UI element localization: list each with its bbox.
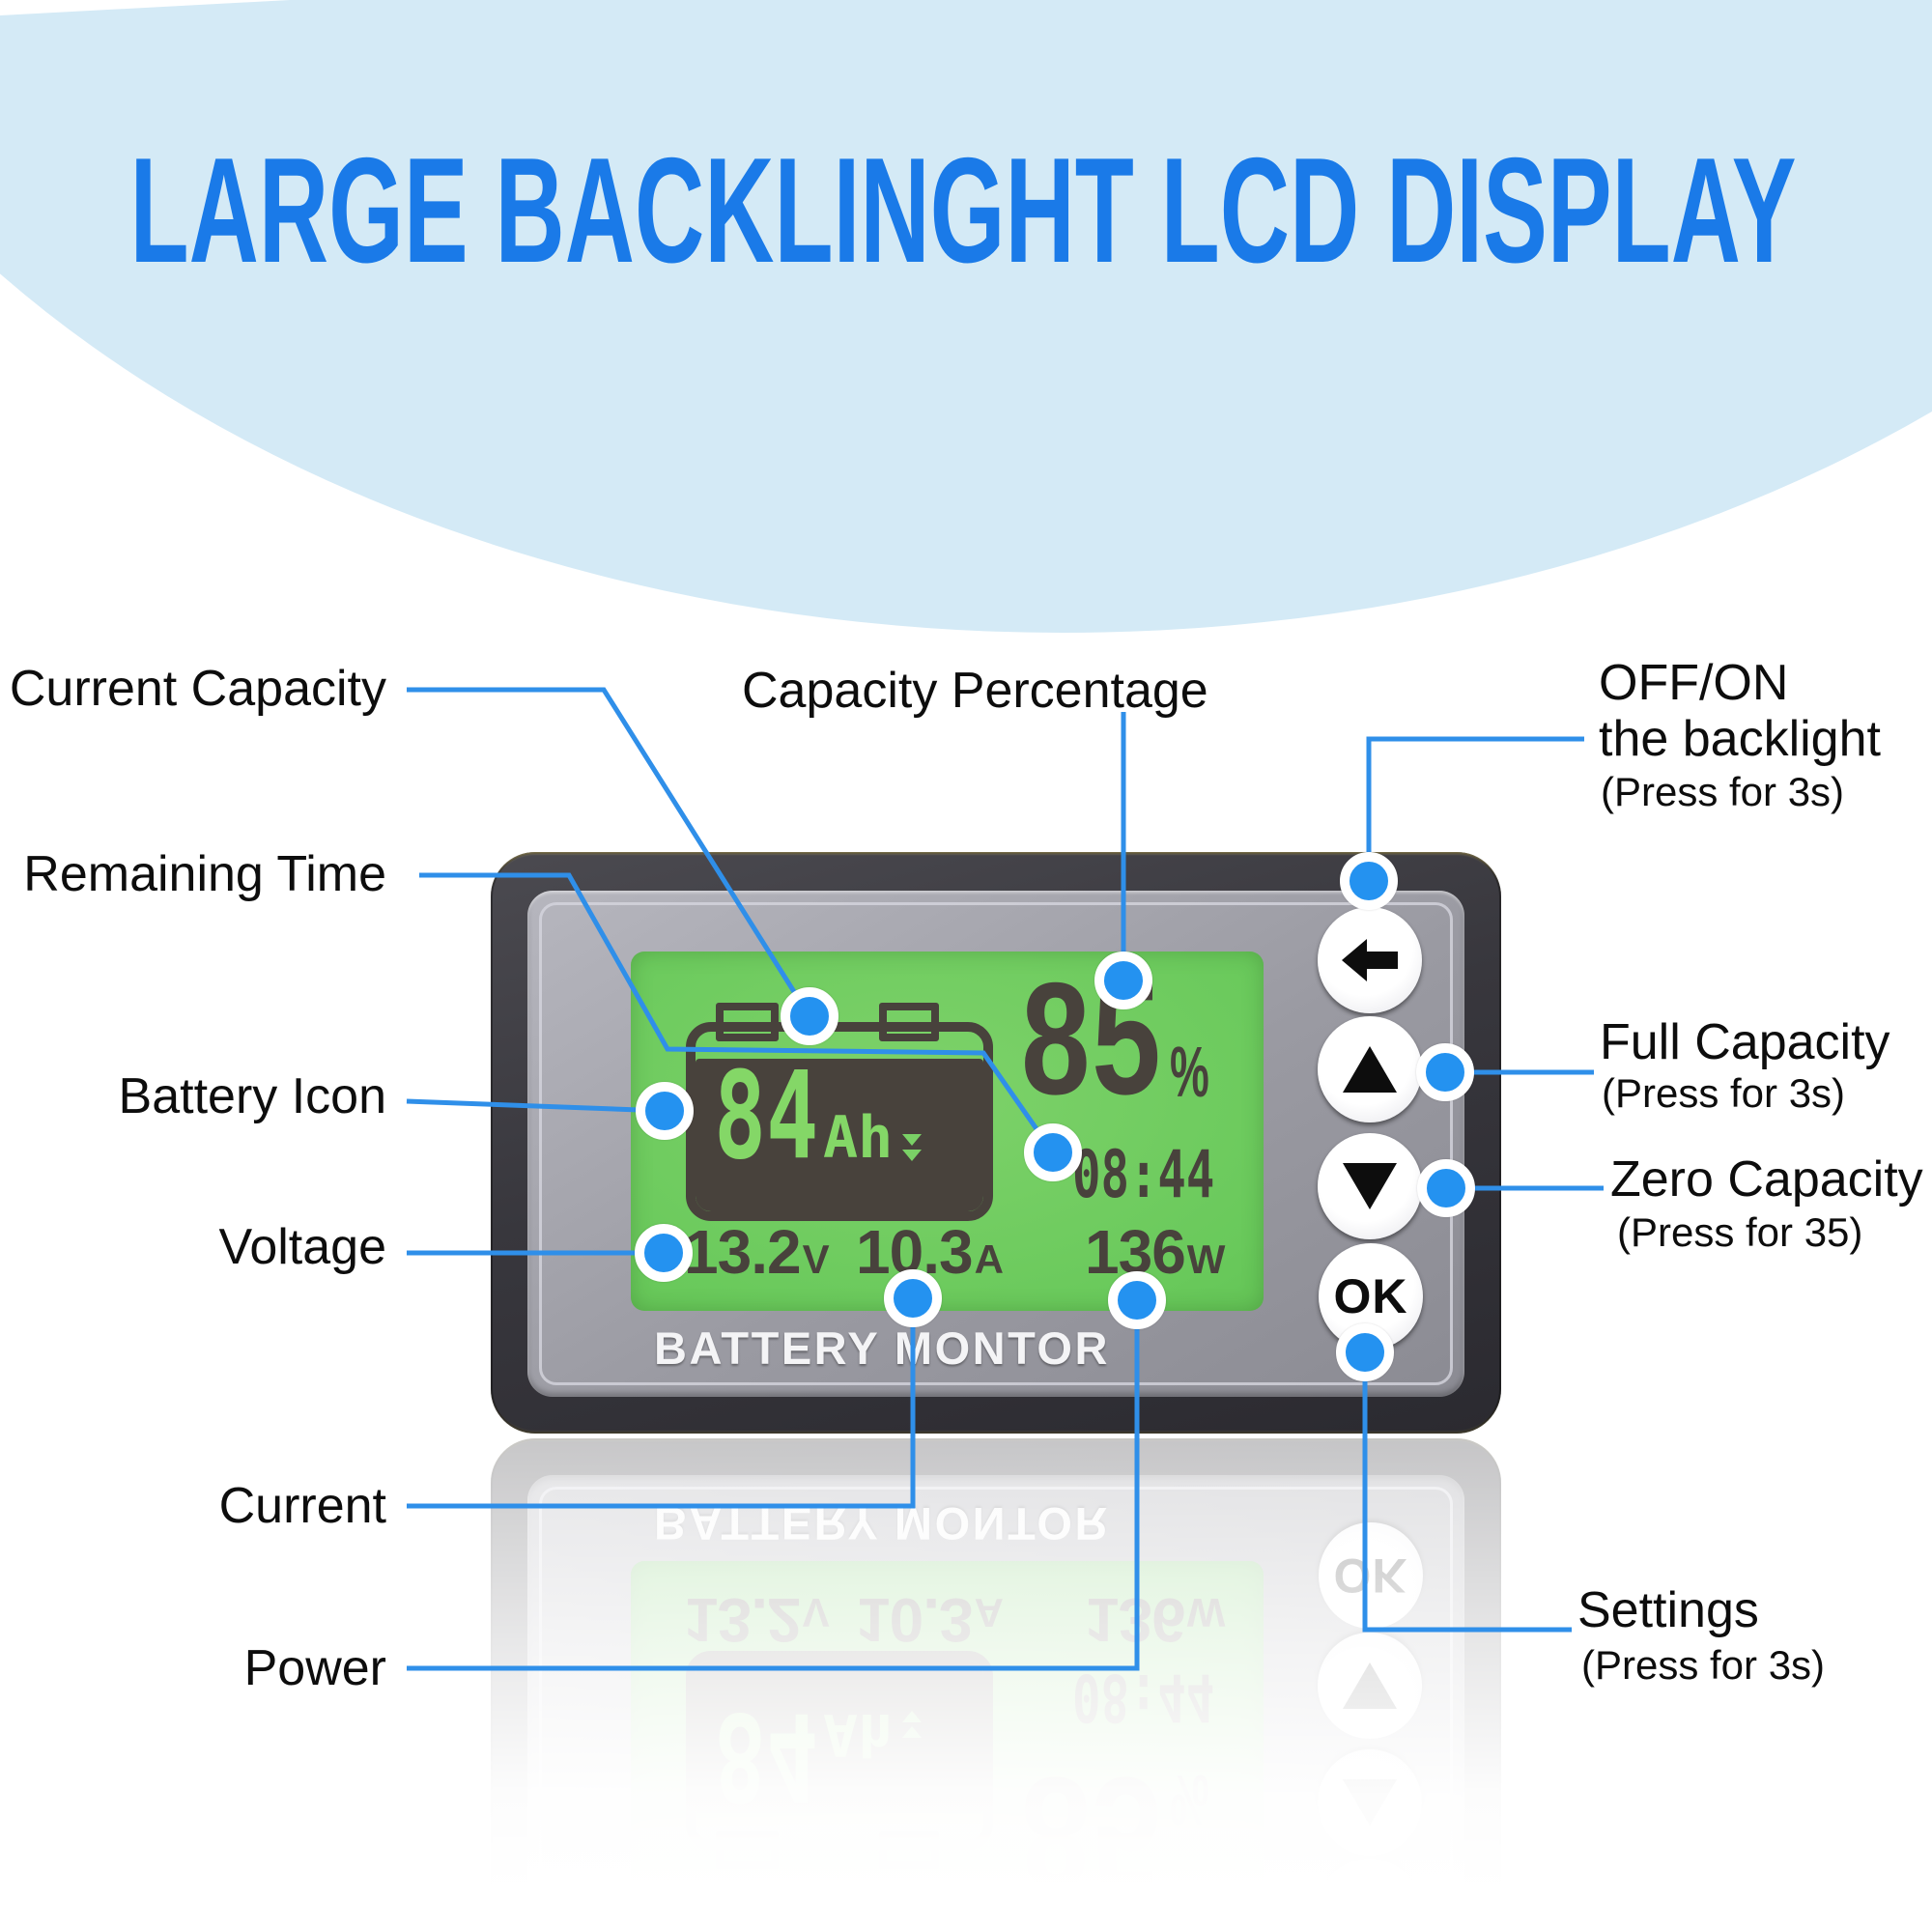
down-chevrons-icon xyxy=(902,1132,923,1163)
capacity-unit: Ah xyxy=(823,1104,894,1172)
dot-battery-icon xyxy=(636,1082,694,1140)
label-battery-icon: Battery Icon xyxy=(118,1068,386,1124)
label-backlight-sub: (Press for 3s) xyxy=(1601,769,1845,814)
label-zero-capacity: Zero Capacity xyxy=(1610,1151,1923,1208)
label-backlight-line1: OFF/ON xyxy=(1599,655,1789,711)
label-current: Current xyxy=(218,1478,386,1534)
capacity-value: 84 xyxy=(714,1046,819,1186)
current-readout: 10.3 A xyxy=(856,1217,1004,1287)
power-readout: 136 W xyxy=(1085,1217,1226,1287)
label-capacity-percentage: Capacity Percentage xyxy=(742,663,1208,719)
back-button xyxy=(1318,907,1422,1013)
remaining-time-readout: 08:44 xyxy=(1072,1137,1215,1213)
brand-text: BATTERY MONTOR xyxy=(654,1322,1110,1374)
dot-current xyxy=(884,1269,942,1327)
dot-capacity-percentage xyxy=(1094,952,1152,1009)
device-reflection: 84 Ah 85 % 08:44 13.2 V 10.3 xyxy=(491,1438,1501,1892)
dot-power xyxy=(1108,1271,1166,1329)
label-settings-sub: (Press for 3s) xyxy=(1581,1642,1826,1688)
label-settings: Settings xyxy=(1577,1582,1759,1638)
dot-zero-capacity xyxy=(1417,1159,1475,1217)
page-title: LARGE BACKLINGHT LCD DISPLAY xyxy=(130,127,1797,294)
dot-backlight xyxy=(1340,852,1398,910)
up-button xyxy=(1318,1016,1422,1122)
percent-sign: % xyxy=(1170,1032,1209,1112)
label-power: Power xyxy=(243,1640,386,1696)
dot-settings xyxy=(1336,1323,1394,1381)
voltage-readout: 13.2 V xyxy=(684,1217,830,1287)
corner-sliver xyxy=(0,0,290,15)
label-current-capacity: Current Capacity xyxy=(9,661,386,717)
ok-button-label: OK xyxy=(1333,1269,1408,1323)
down-button xyxy=(1318,1133,1422,1239)
lcd-screen: 84 Ah 85 % 08:44 13.2 V 10.3 xyxy=(631,952,1264,1311)
down-triangle-icon xyxy=(1343,1163,1397,1209)
page-title-svg: LARGE BACKLINGHT LCD DISPLAY xyxy=(130,127,1797,294)
dot-full-capacity xyxy=(1416,1043,1474,1101)
label-full-capacity: Full Capacity xyxy=(1600,1014,1890,1070)
current-capacity-readout: 84 Ah xyxy=(714,1046,923,1186)
dot-remaining-time xyxy=(1024,1123,1082,1181)
label-backlight-line2: the backlight xyxy=(1599,711,1881,767)
dot-current-capacity xyxy=(781,987,838,1045)
back-arrow-icon xyxy=(1342,939,1398,981)
label-remaining-time: Remaining Time xyxy=(23,846,386,902)
label-voltage: Voltage xyxy=(218,1219,387,1275)
dot-voltage xyxy=(635,1224,693,1282)
label-zero-capacity-sub: (Press for 35) xyxy=(1617,1209,1863,1255)
up-triangle-icon xyxy=(1343,1046,1397,1093)
label-full-capacity-sub: (Press for 3s) xyxy=(1602,1070,1846,1116)
